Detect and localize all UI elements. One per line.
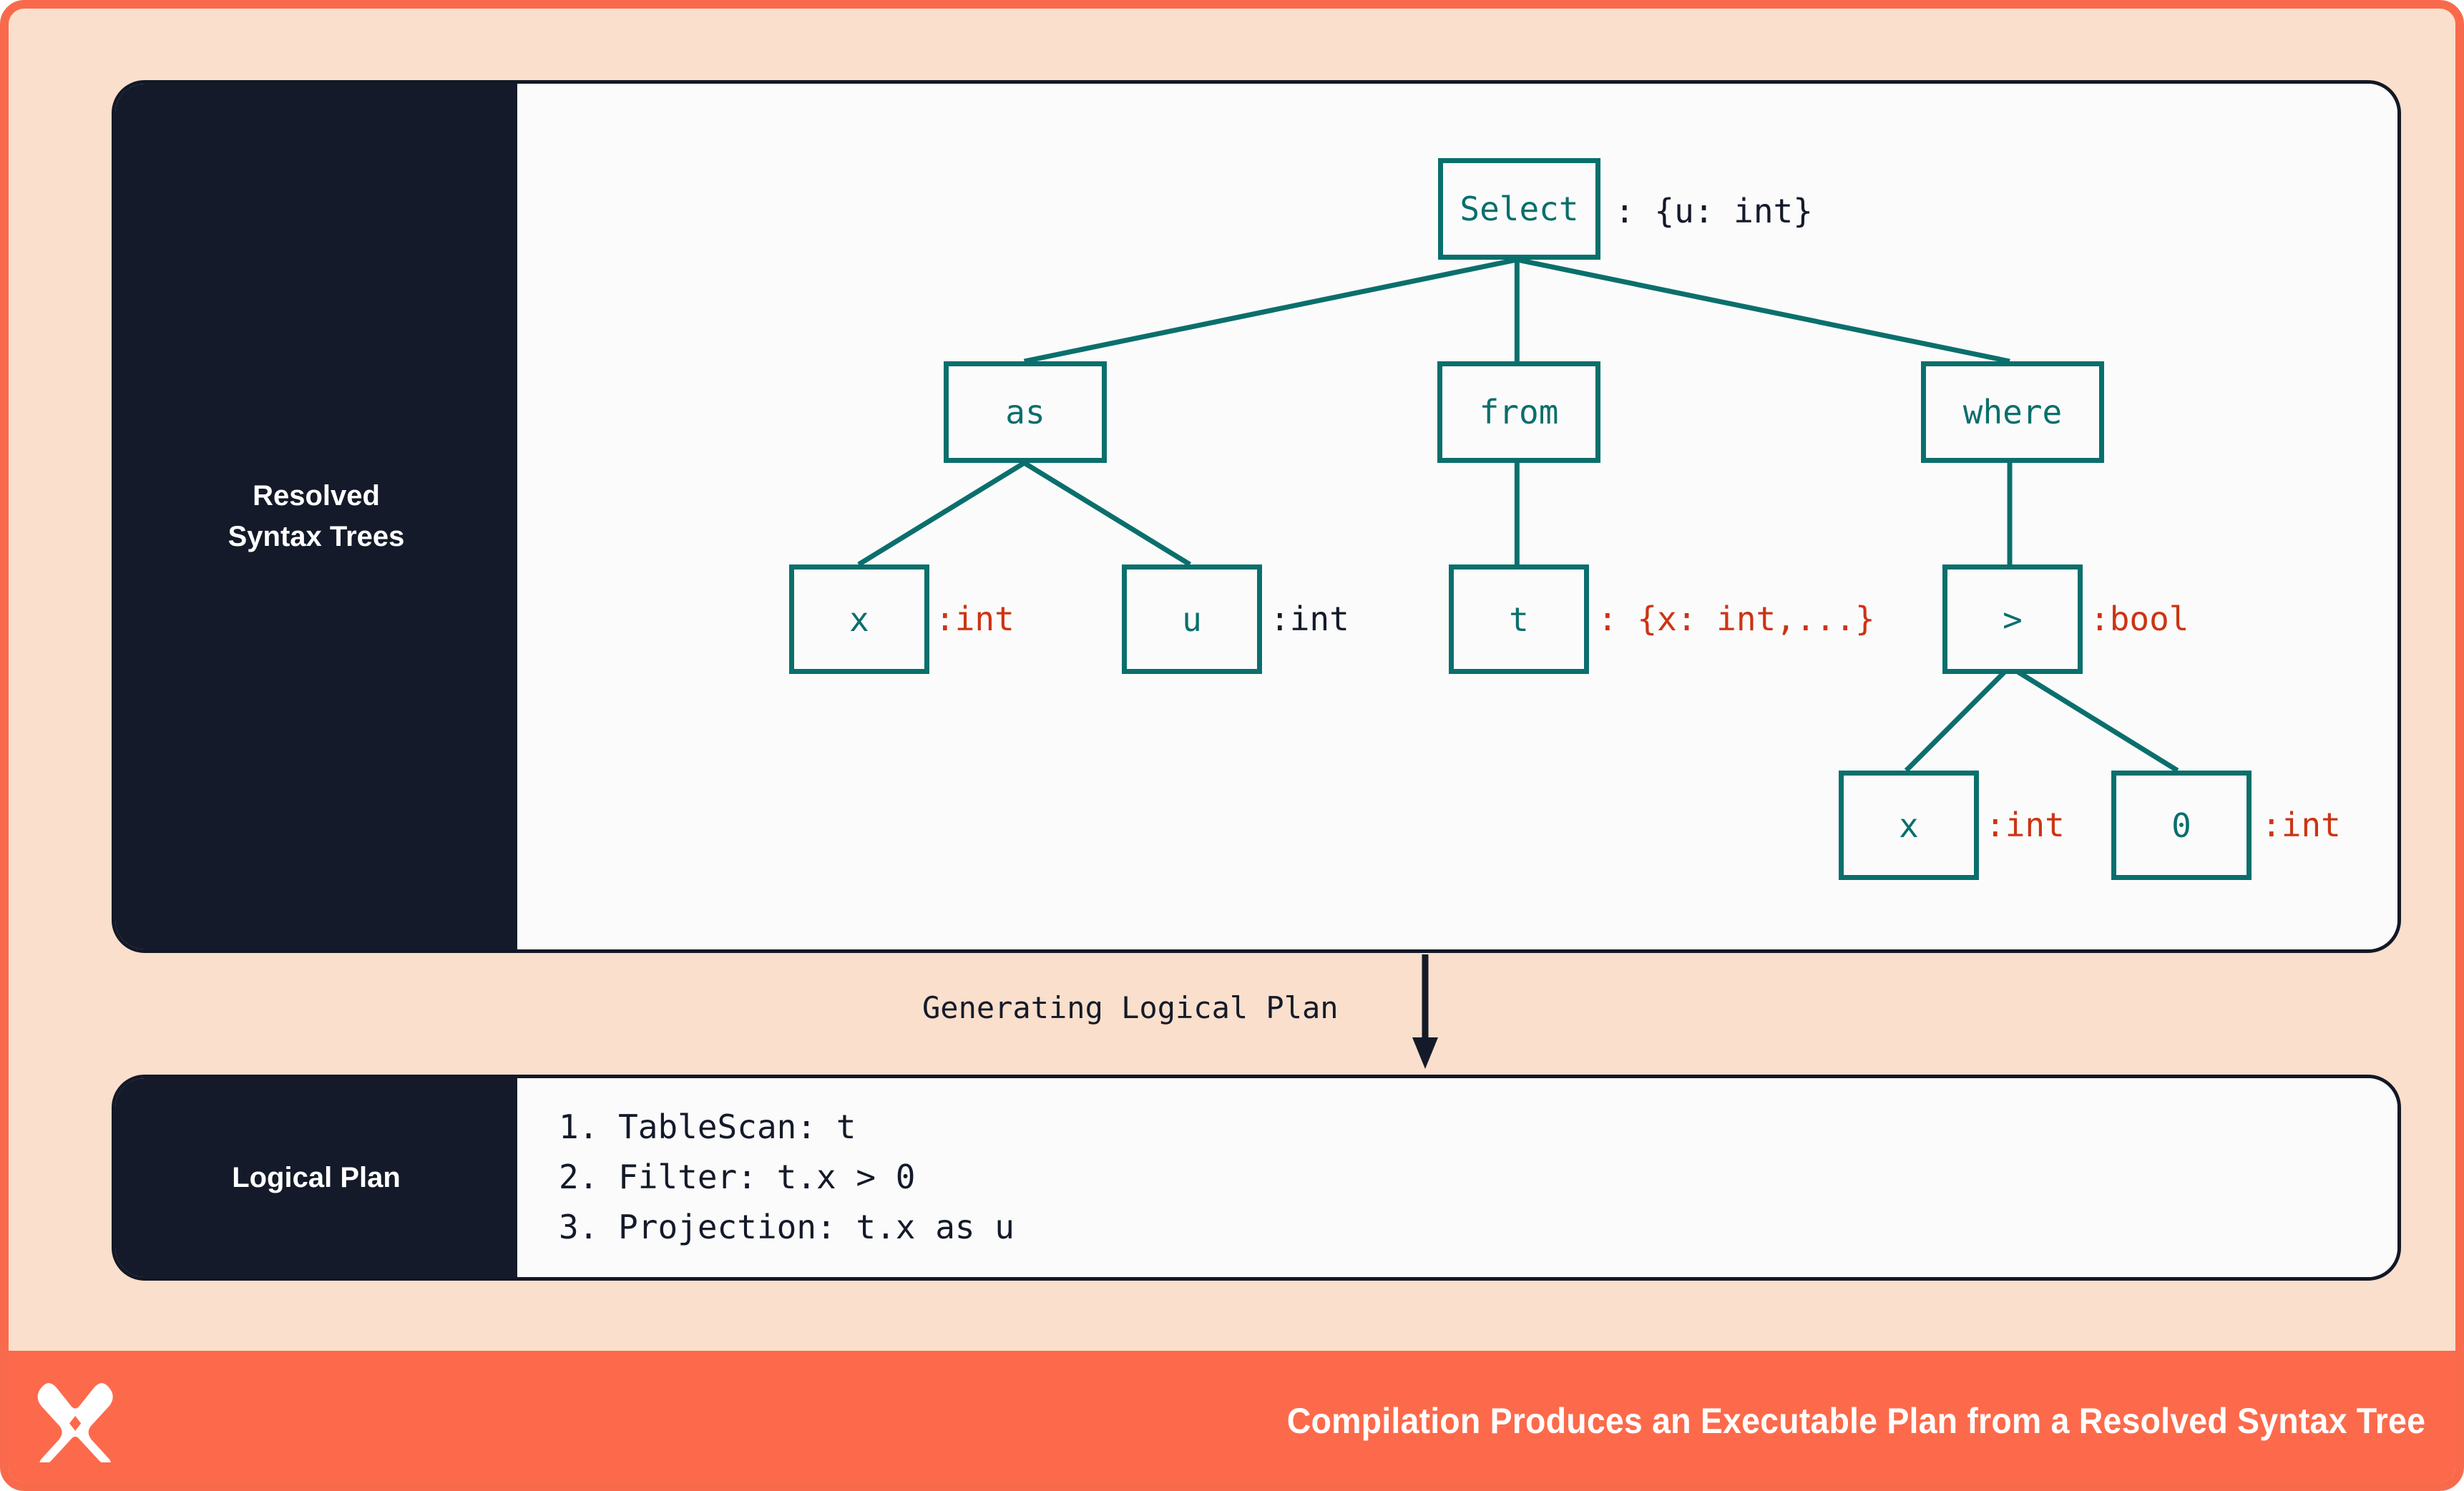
tree-node-from[interactable]: from <box>1437 361 1600 463</box>
x-logo-icon <box>37 1383 113 1462</box>
tree-node-label: x <box>1899 806 1919 845</box>
tree-annotation-as-x: :int <box>935 600 1015 638</box>
tree-node-label: u <box>1182 600 1202 639</box>
plan-step: 3. Projection: t.x as u <box>559 1207 1015 1246</box>
plan-step: 1. TableScan: t <box>559 1108 856 1147</box>
logical-plan-body: 1. TableScan: t 2. Filter: t.x > 0 3. Pr… <box>517 1078 2397 1277</box>
tree-node-as-x[interactable]: x <box>789 564 929 674</box>
banner-caption: Compilation Produces an Executable Plan … <box>1286 1401 2425 1441</box>
plan-step: 2. Filter: t.x > 0 <box>559 1158 916 1197</box>
tree-annotation-from-t: : {x: int,...} <box>1598 600 1875 638</box>
tree-node-label: t <box>1509 600 1529 639</box>
tree-node-from-t[interactable]: t <box>1449 564 1589 674</box>
tree-annotation-greater-than: :bool <box>2090 600 2189 638</box>
tree-node-gt-x[interactable]: x <box>1839 771 1979 880</box>
tree-node-label: x <box>849 600 869 639</box>
tree-node-as[interactable]: as <box>944 361 1107 463</box>
tree-node-as-u[interactable]: u <box>1122 564 1262 674</box>
tree-node-label: > <box>2003 600 2023 639</box>
logical-plan-label: Logical Plan <box>115 1078 517 1277</box>
syntax-tree: Select : {u: int} as from where x :int <box>517 84 2397 949</box>
transition-label: Generating Logical Plan <box>922 990 1339 1025</box>
tree-annotation-gt-zero: :int <box>2262 806 2341 844</box>
tree-annotation-as-u: :int <box>1270 600 1349 638</box>
tree-node-label: where <box>1962 393 2063 431</box>
logical-plan-steps: 1. TableScan: t 2. Filter: t.x > 0 3. Pr… <box>559 1103 1015 1253</box>
tree-annotation-gt-x: :int <box>1985 806 2065 844</box>
tree-node-select[interactable]: Select <box>1438 158 1600 260</box>
resolved-syntax-trees-label: Resolved Syntax Trees <box>115 84 517 949</box>
resolved-syntax-trees-body: Select : {u: int} as from where x :int <box>517 84 2397 949</box>
arrow-down-icon <box>1412 954 1438 1069</box>
tree-node-label: as <box>1005 393 1045 431</box>
logical-plan-card: Logical Plan 1. TableScan: t 2. Filter: … <box>112 1075 2401 1281</box>
tree-node-label: 0 <box>2171 806 2191 845</box>
tree-node-where[interactable]: where <box>1921 361 2104 463</box>
tree-node-gt-zero[interactable]: 0 <box>2111 771 2252 880</box>
tree-node-label: Select <box>1460 190 1579 228</box>
tree-node-greater-than[interactable]: > <box>1942 564 2083 674</box>
tree-node-label: from <box>1479 393 1559 431</box>
tree-annotation-select: : {u: int} <box>1615 192 1813 230</box>
resolved-syntax-trees-card: Resolved Syntax Trees <box>112 80 2401 953</box>
footer-banner: Compilation Produces an Executable Plan … <box>9 1351 2455 1482</box>
